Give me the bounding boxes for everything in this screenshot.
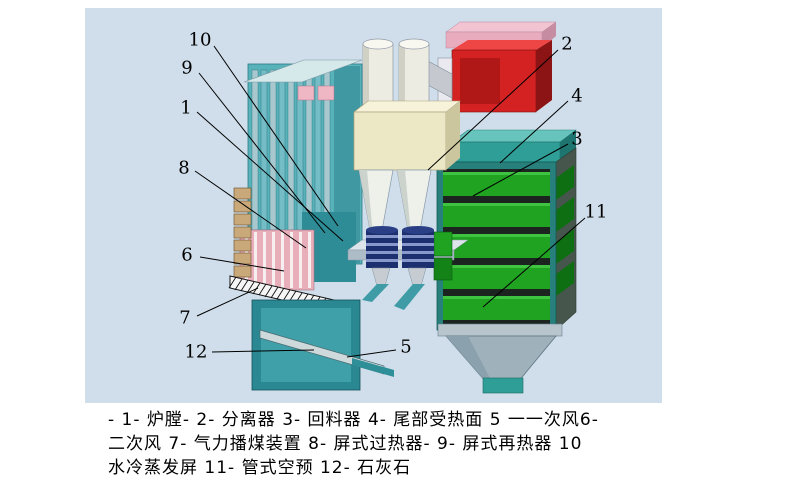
callout-leader-lines <box>194 45 586 358</box>
loop-seal-right <box>402 226 434 268</box>
air-preheater-stack <box>436 147 577 331</box>
caption-line-2: 二次风 7- 气力播煤装置 8- 屏式过热器- 9- 屏式再热器 10 <box>108 434 583 454</box>
callout-12: 12 <box>184 341 208 363</box>
furnace-roof <box>243 59 363 83</box>
furnace-lower-section <box>251 299 394 391</box>
coal-spreader-column <box>233 187 252 278</box>
furnace <box>228 59 394 391</box>
callout-6: 6 <box>181 244 193 266</box>
callout-3: 3 <box>571 128 583 150</box>
callout-5: 5 <box>400 336 412 358</box>
cyclone-separators <box>353 38 461 310</box>
return-leg-box-upper <box>433 231 453 257</box>
callout-1: 1 <box>180 97 192 119</box>
callout-9: 9 <box>181 57 193 79</box>
evaporation-tube-panels <box>251 69 331 231</box>
caption-line-1: - 1- 炉膛- 2- 分离器 3- 回料器 4- 尾部受热面 5 一一次风6- <box>108 410 599 430</box>
figure-caption: - 1- 炉膛- 2- 分离器 3- 回料器 4- 尾部受热面 5 一一次风6-… <box>108 408 694 480</box>
caption-line-3: 水冷蒸发屏 11- 管式空预 12- 石灰石 <box>108 458 412 478</box>
callout-2: 2 <box>561 33 573 55</box>
callout-8: 8 <box>178 157 190 179</box>
loop-seal-left <box>366 226 398 268</box>
callout-4: 4 <box>571 85 583 107</box>
return-leg-box-lower <box>433 257 453 281</box>
callout-11: 11 <box>584 201 608 223</box>
backpass-top-slab <box>451 129 577 163</box>
separator-housing <box>353 100 461 171</box>
ash-hopper <box>437 323 563 394</box>
red-flue-duct <box>425 21 557 113</box>
callout-10: 10 <box>188 29 212 51</box>
callout-7: 7 <box>179 307 191 329</box>
